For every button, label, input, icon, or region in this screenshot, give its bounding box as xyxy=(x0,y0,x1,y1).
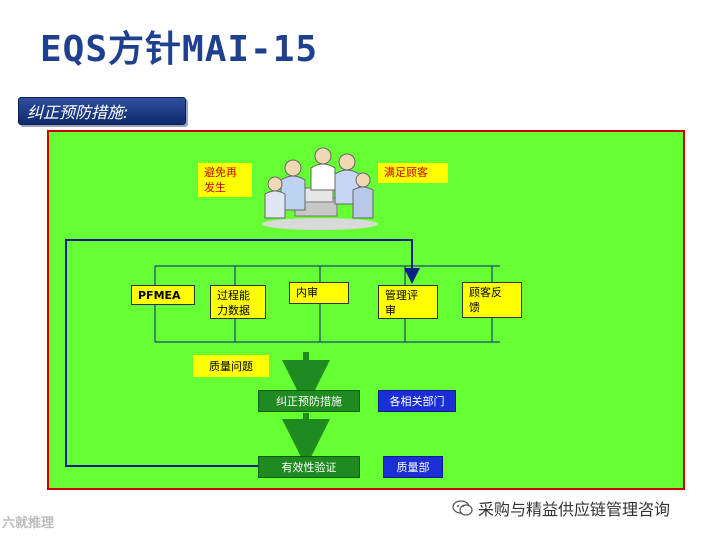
slide-title: EQS方针MAI-15 xyxy=(40,29,319,70)
goal-satisfy-customer: 满足顾客 xyxy=(378,163,448,183)
verification-owner-label: 质量部 xyxy=(396,461,430,474)
verification-label: 有效性验证 xyxy=(281,461,337,474)
verification-box: 有效性验证 xyxy=(258,456,360,478)
footer-brand: 采购与精益供应链管理咨询 xyxy=(452,496,670,520)
source-customer-feedback-label: 顾客反 馈 xyxy=(469,286,502,314)
source-management-review: 管理评 审 xyxy=(378,285,438,319)
watermark-text: 六就推理 xyxy=(2,516,55,531)
corrective-action-box: 纠正预防措施 xyxy=(258,390,360,412)
section-label: 纠正预防措施: xyxy=(18,97,186,125)
source-management-review-label: 管理评 审 xyxy=(385,289,418,317)
source-process-capability-label: 过程能 力数据 xyxy=(217,289,250,317)
quality-issue-box: 质量问题 xyxy=(193,355,269,377)
goal-satisfy-customer-text: 满足顾客 xyxy=(384,166,428,179)
footer-brand-text: 采购与精益供应链管理咨询 xyxy=(478,500,671,519)
source-internal-audit-label: 内审 xyxy=(296,286,318,299)
verification-owner-box: 质量部 xyxy=(383,456,443,478)
goal-avoid-recurrence-text: 避免再 发生 xyxy=(204,166,237,194)
corrective-owner-box: 各相关部门 xyxy=(378,390,456,412)
source-process-capability: 过程能 力数据 xyxy=(210,285,266,319)
source-customer-feedback: 顾客反 馈 xyxy=(462,282,522,318)
corrective-action-label: 纠正预防措施 xyxy=(276,395,342,408)
quality-issue-label: 质量问题 xyxy=(209,360,253,373)
corrective-owner-label: 各相关部门 xyxy=(389,395,445,408)
source-pfmea: PFMEA xyxy=(131,285,195,305)
wechat-icon xyxy=(452,500,473,516)
goal-avoid-recurrence: 避免再 发生 xyxy=(198,163,252,197)
source-internal-audit: 内审 xyxy=(289,282,349,304)
watermark-logo: 六就推理 xyxy=(2,512,54,531)
source-pfmea-label: PFMEA xyxy=(138,289,181,302)
people-meeting-illustration xyxy=(262,147,378,230)
